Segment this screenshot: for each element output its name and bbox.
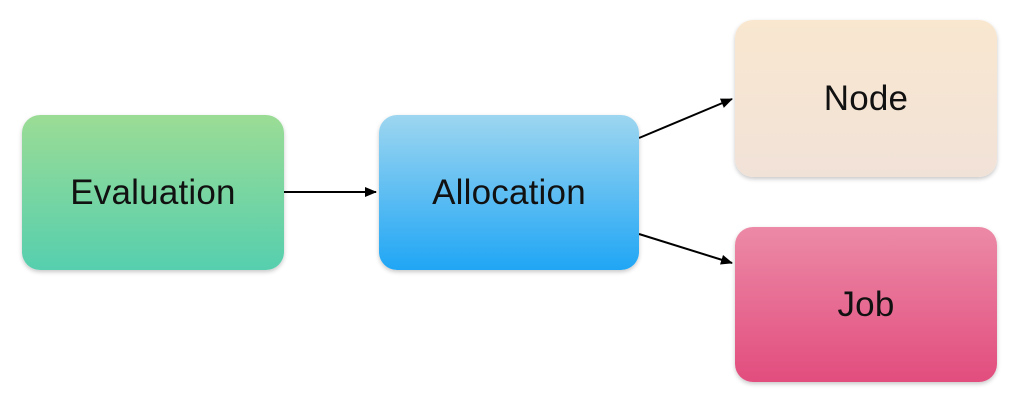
allocation-label: Allocation bbox=[432, 172, 586, 212]
allocation-node: Allocation bbox=[379, 115, 639, 270]
job-node: Job bbox=[735, 227, 997, 382]
job-label: Job bbox=[837, 284, 895, 324]
evaluation-label: Evaluation bbox=[70, 172, 236, 212]
edge-allocation-to-node bbox=[638, 98, 733, 139]
node-label: Node bbox=[823, 78, 909, 118]
edge-allocation-to-job bbox=[638, 233, 733, 265]
node-node: Node bbox=[735, 20, 997, 177]
evaluation-node: Evaluation bbox=[22, 115, 284, 270]
